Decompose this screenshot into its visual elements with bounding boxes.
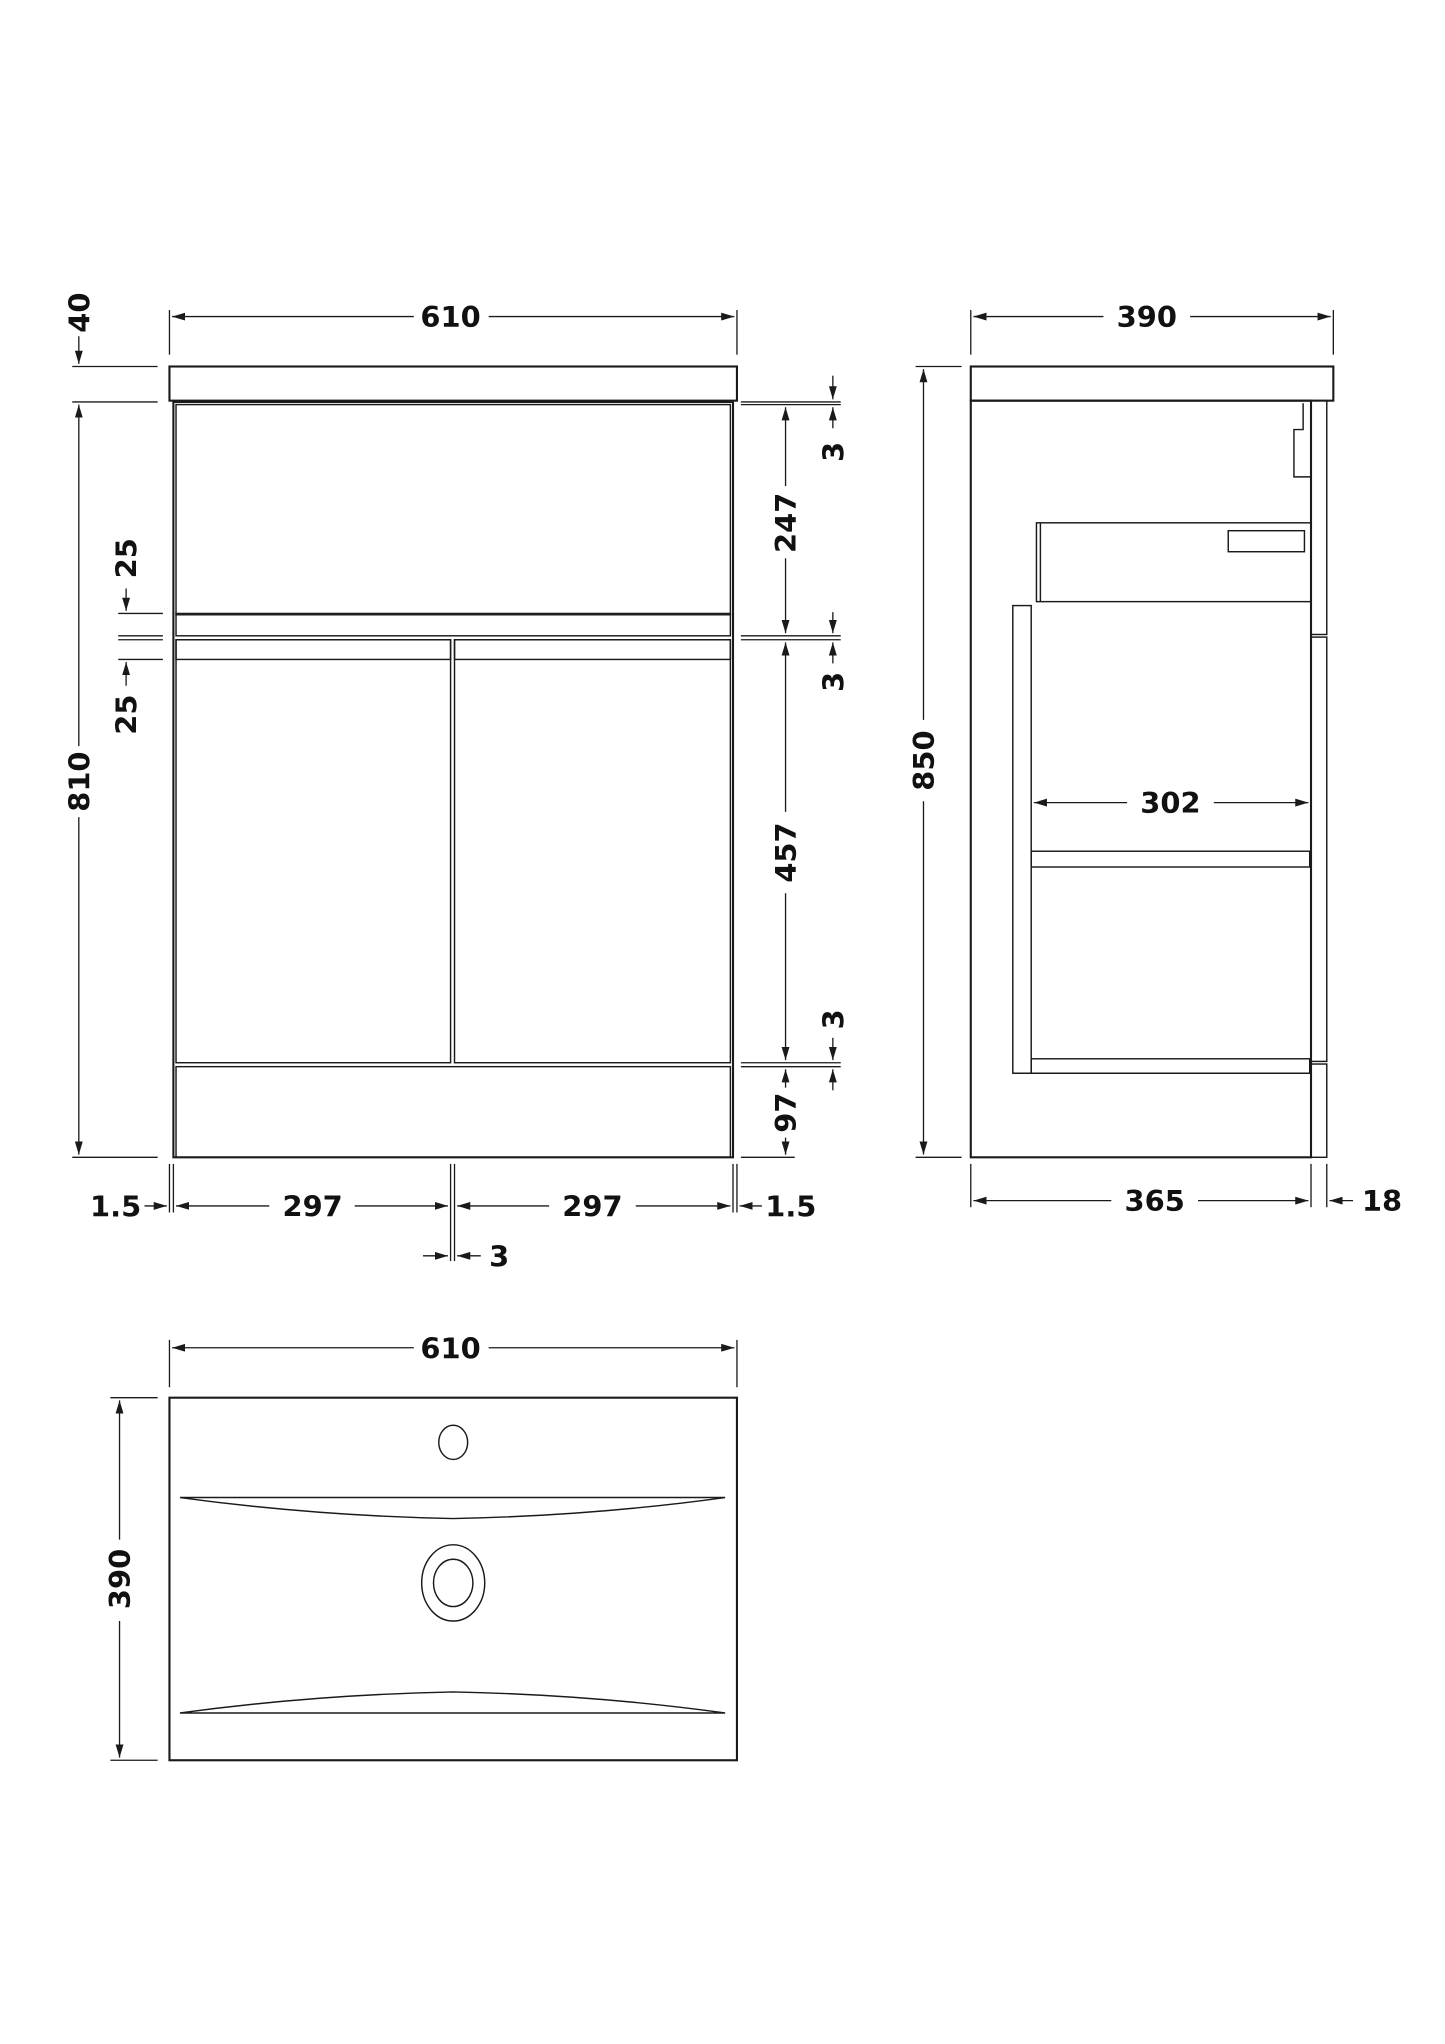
dim-door-gap: 3 xyxy=(489,1239,509,1273)
side-upper-drawer xyxy=(1035,522,1312,603)
dim-drawer-depth: 302 xyxy=(1140,786,1200,820)
dim-plinth-height: 97 xyxy=(769,1093,803,1133)
bowl-edge-bottom xyxy=(179,1691,726,1714)
dim-door-height: 457 xyxy=(769,822,803,882)
side-drawer-handle xyxy=(1227,529,1306,553)
side-carcass xyxy=(969,399,1313,1159)
dim-front-width: 610 xyxy=(420,300,480,334)
front-rail-upper xyxy=(175,612,732,637)
dim-basin-width: 610 xyxy=(420,1331,480,1365)
dim-side-left: 1.5 xyxy=(90,1189,141,1223)
top-view-basin: 610 390 xyxy=(103,1331,739,1762)
dim-door-width-left: 297 xyxy=(283,1189,343,1223)
side-view: 390 850 302 365 18 xyxy=(907,300,1402,1218)
dim-gap-bottom: 3 xyxy=(816,1009,850,1029)
front-carcass xyxy=(172,400,735,1159)
front-door-right xyxy=(453,639,732,1064)
side-worktop xyxy=(969,365,1335,402)
side-shelf xyxy=(1030,850,1311,868)
dim-open-compartment: 247 xyxy=(769,493,803,553)
dim-rail-top: 25 xyxy=(110,538,144,578)
front-plinth xyxy=(175,1065,732,1159)
dim-carcass-depth: 365 xyxy=(1125,1184,1185,1218)
waste-inner xyxy=(432,1558,474,1608)
dim-side-right: 1.5 xyxy=(765,1189,816,1223)
dim-gap-middle: 3 xyxy=(816,672,850,692)
dim-rail-bottom: 25 xyxy=(110,695,144,735)
bowl-edge-top xyxy=(179,1496,726,1520)
dim-side-depth-total: 390 xyxy=(1117,300,1177,334)
waste-outer xyxy=(420,1544,486,1622)
basin-outline xyxy=(168,1396,739,1762)
dim-gap-top: 3 xyxy=(816,442,850,462)
dim-door-thickness: 18 xyxy=(1362,1184,1402,1218)
front-door-left xyxy=(175,639,452,1064)
tap-hole xyxy=(438,1424,469,1461)
front-view: 610 40 810 25 25 3 247 xyxy=(62,293,850,1274)
dim-worktop-height: 40 xyxy=(62,293,96,333)
dim-door-width-right: 297 xyxy=(562,1189,622,1223)
front-worktop xyxy=(168,365,739,402)
dim-cabinet-height: 810 xyxy=(62,751,96,811)
dim-basin-depth: 390 xyxy=(103,1549,137,1609)
dim-total-height: 850 xyxy=(907,730,941,790)
